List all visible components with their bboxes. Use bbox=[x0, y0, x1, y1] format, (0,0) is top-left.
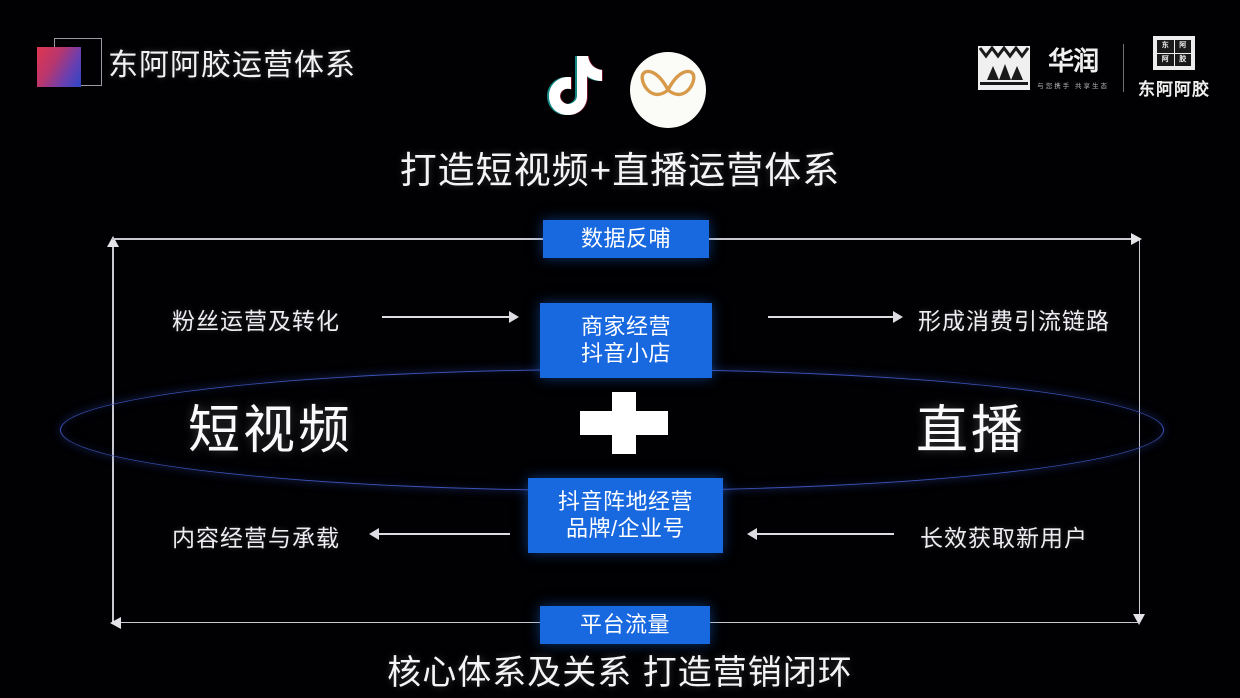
brand-divider bbox=[1123, 44, 1124, 92]
brand-lockup: 华润 与您携手 共享生态 东 阿 阿 胶 东阿阿胶 bbox=[978, 36, 1210, 100]
seal-char: 东 bbox=[1157, 40, 1174, 53]
page-title: 东阿阿胶运营体系 bbox=[108, 49, 356, 82]
label-fan-operation: 粉丝运营及转化 bbox=[172, 308, 340, 334]
gradient-square-logo bbox=[32, 38, 104, 90]
brand-china-resources: 华润 与您携手 共享生态 bbox=[978, 46, 1109, 90]
box-merchant-shop-line1: 商家经营 bbox=[580, 313, 671, 339]
box-platform-traffic-label: 平台流量 bbox=[579, 611, 670, 637]
big-word-short-video: 短视频 bbox=[188, 402, 354, 460]
box-platform-traffic[interactable]: 平台流量 bbox=[540, 606, 710, 644]
box-data-feedback[interactable]: 数据反哺 bbox=[543, 220, 709, 258]
connector-fan-to-shop bbox=[382, 311, 519, 323]
box-merchant-shop[interactable]: 商家经营 抖音小店 bbox=[540, 303, 712, 378]
arrow-left-icon bbox=[110, 616, 121, 629]
label-new-user-acquisition: 长效获取新用户 bbox=[920, 525, 1088, 551]
connector-account-to-content bbox=[369, 528, 510, 540]
platform-icon-row bbox=[0, 52, 1240, 128]
china-resources-wordmark: 华润 与您携手 共享生态 bbox=[1037, 47, 1109, 91]
logo-gradient-square bbox=[37, 47, 81, 87]
plus-icon bbox=[580, 392, 668, 454]
connector-newuser-to-account bbox=[747, 528, 894, 540]
box-data-feedback-label: 数据反哺 bbox=[580, 225, 671, 251]
arrow-down-icon bbox=[1133, 614, 1145, 625]
seal-char: 胶 bbox=[1174, 53, 1191, 66]
label-content-operation: 内容经营与承载 bbox=[172, 525, 340, 551]
footer-caption: 核心体系及关系 打造营销闭环 bbox=[387, 654, 853, 692]
seal-char: 阿 bbox=[1157, 53, 1174, 66]
brand-dongejiao: 东 阿 阿 胶 东阿阿胶 bbox=[1138, 36, 1210, 100]
box-brand-account-line1: 抖音阵地经营 bbox=[557, 488, 693, 514]
arrow-up-icon bbox=[106, 236, 119, 247]
label-consumption-chain: 形成消费引流链路 bbox=[918, 308, 1110, 334]
arrow-right-icon bbox=[1131, 232, 1142, 245]
box-merchant-shop-line2: 抖音小店 bbox=[580, 340, 671, 366]
headline: 打造短视频+直播运营体系 bbox=[399, 150, 841, 191]
seal-char: 阿 bbox=[1174, 40, 1191, 53]
douyin-butterfly-icon bbox=[630, 52, 706, 128]
mountain-peaks-icon bbox=[978, 46, 1031, 90]
big-word-livestream: 直播 bbox=[916, 402, 1027, 460]
dongejiao-wordmark: 东阿阿胶 bbox=[1138, 80, 1210, 99]
box-brand-account[interactable]: 抖音阵地经营 品牌/企业号 bbox=[528, 478, 723, 553]
box-brand-account-line2: 品牌/企业号 bbox=[565, 515, 686, 541]
connector-shop-to-chain bbox=[768, 311, 903, 323]
tiktok-douyin-icon bbox=[534, 54, 604, 126]
dongejiao-seal-icon: 东 阿 阿 胶 bbox=[1153, 36, 1195, 70]
